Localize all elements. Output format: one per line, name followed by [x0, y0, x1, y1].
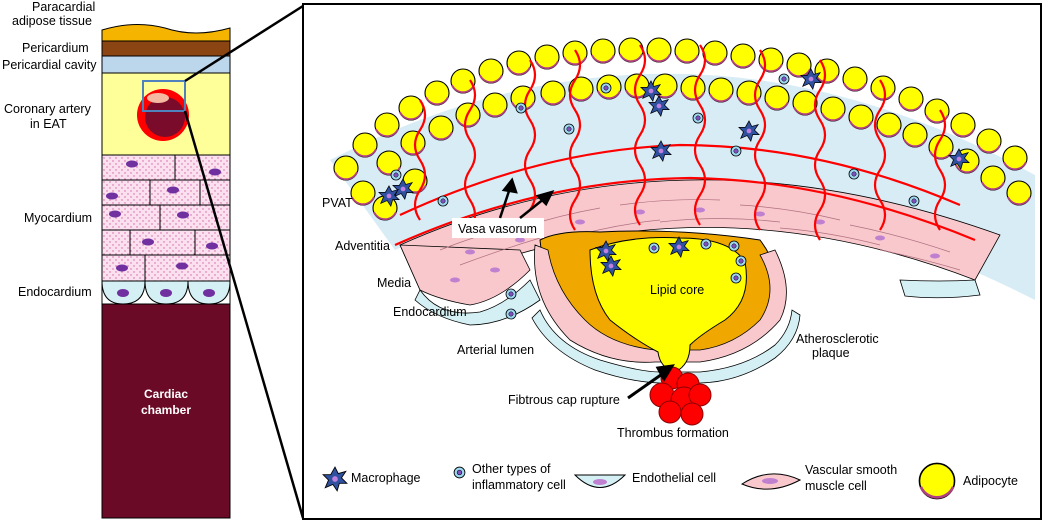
thrombus-label: Thrombus formation — [617, 426, 729, 440]
pericardial-cavity-label: Pericardial cavity — [2, 58, 97, 72]
legend-adipocyte-icon — [918, 462, 956, 500]
endocardium-zoom-label: Endocardium — [393, 305, 467, 319]
paracardial-label-line1: Paracardial — [32, 0, 95, 14]
vasa-vasorum-label-box — [452, 218, 544, 238]
endothelium-right — [899, 279, 981, 299]
zoom-selection-box — [142, 80, 186, 112]
vasa-vasorum-label: Vasa vasorum — [458, 222, 537, 236]
legend-vsmc-icon — [740, 473, 802, 490]
lipid-core — [589, 237, 747, 373]
paracardial-adipose-layer — [101, 23, 231, 42]
endocardium-layer — [101, 280, 231, 305]
legend: Macrophage Other types of inflammatory c… — [322, 462, 1018, 500]
cardiac-chamber-label-line1: Cardiac — [144, 387, 188, 401]
myocardium-layer — [101, 154, 231, 282]
zoom-connector-bottom — [183, 110, 305, 519]
legend-vsmc-label-line2: muscle cell — [805, 479, 867, 493]
legend-vsmc-label-line1: Vascular smooth — [805, 463, 897, 477]
pericardium-layer — [101, 40, 231, 57]
rupture-label: Fibtrous cap rupture — [508, 393, 620, 407]
lipid-core-label: Lipid core — [650, 283, 704, 297]
vasa-vasorum-arrows — [498, 177, 555, 219]
cardiac-chamber — [101, 303, 231, 519]
plaque-endothelium — [531, 309, 801, 384]
vsmc-texture — [439, 199, 961, 271]
endocardium-left-label: Endocardium — [18, 285, 92, 299]
vsmc-nuclei — [450, 207, 940, 283]
coronary-artery-plaque — [147, 93, 169, 103]
plaque-label-line1: Atherosclerotic — [796, 332, 879, 346]
thrombus — [649, 366, 712, 426]
arterial-lumen-label: Arterial lumen — [457, 343, 534, 357]
media-left-flank — [399, 244, 531, 306]
adventitia-label: Adventitia — [335, 239, 390, 253]
media-label: Media — [377, 276, 411, 290]
rupture-arrow — [627, 364, 675, 400]
heart-wall-column — [101, 23, 231, 519]
coronary-artery-lumen — [145, 97, 185, 137]
pvat-label: PVAT — [322, 196, 353, 210]
zoom-connector-top — [184, 4, 304, 83]
legend-endothelial-label: Endothelial cell — [632, 471, 716, 485]
cardiac-chamber-label-line2: chamber — [141, 403, 191, 417]
pericardium-label: Pericardium — [22, 41, 89, 55]
legend-endothelial-icon — [573, 474, 627, 488]
plaque-vsmc-rim — [534, 244, 787, 363]
legend-inflammatory-label-line1: Other types of — [472, 462, 551, 476]
vasa-vasorum-network — [394, 44, 976, 247]
myocardium-label: Myocardium — [24, 211, 92, 225]
legend-macrophage-label: Macrophage — [351, 471, 421, 485]
legend-inflammatory-icon — [453, 466, 466, 479]
legend-inflammatory-label-line2: inflammatory cell — [472, 478, 566, 492]
legend-adipocyte-label: Adipocyte — [963, 474, 1018, 488]
coronary-label-line2: in EAT — [30, 117, 67, 131]
plaque-label-line2: plaque — [812, 346, 850, 360]
paracardial-label-line2: adipose tissue — [12, 14, 92, 28]
coronary-label-line1: Coronary artery — [4, 102, 92, 116]
